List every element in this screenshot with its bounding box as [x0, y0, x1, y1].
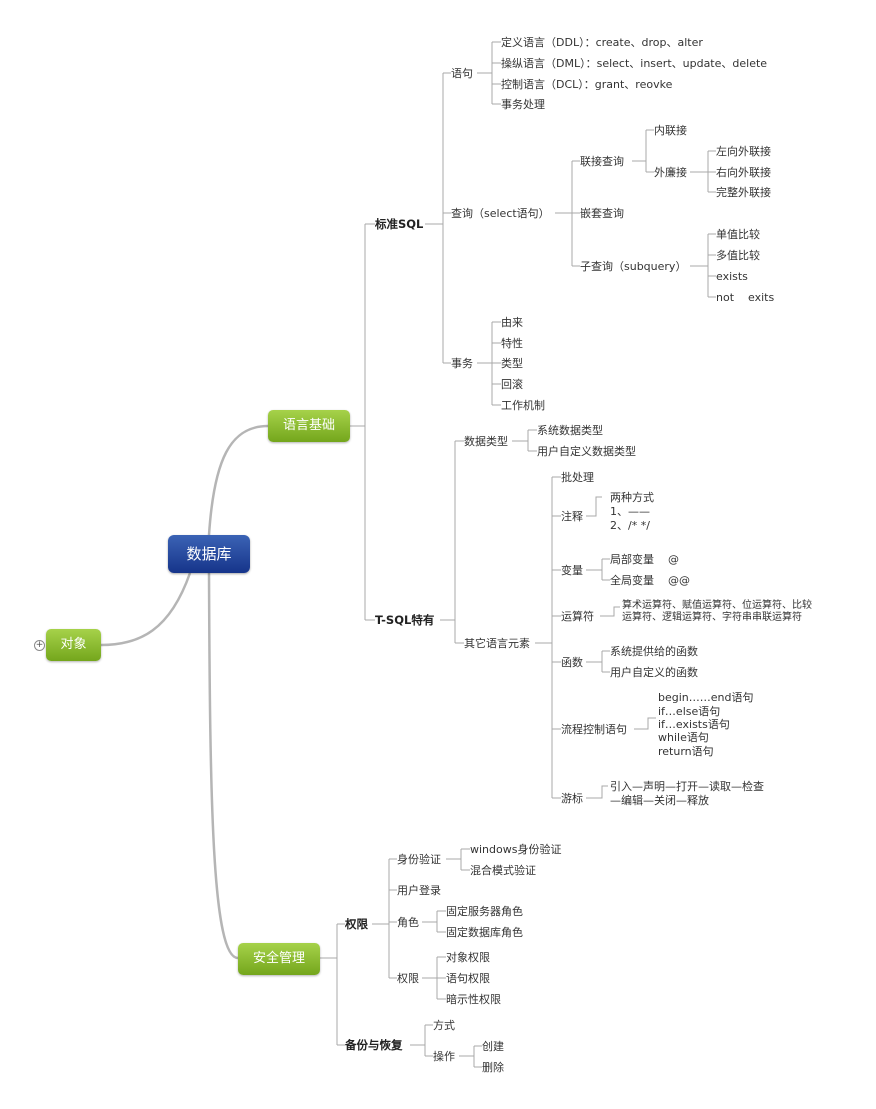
branch-objects-node[interactable]: 对象 — [46, 629, 101, 661]
mixed-auth-item[interactable]: 混合模式验证 — [470, 864, 536, 877]
batch-item[interactable]: 批处理 — [561, 471, 594, 484]
branch-security-node[interactable]: 安全管理 — [238, 943, 320, 975]
root-link-language — [207, 424, 269, 536]
global-variable-item[interactable]: 全局变量 @@ — [610, 574, 690, 587]
query-label[interactable]: 查询（select语句） — [451, 207, 550, 220]
flow-line[interactable]: begin……end语句 — [658, 691, 754, 704]
operator-line[interactable]: 算术运算符、赋值运算符、位运算符、比较 — [622, 600, 812, 611]
comment-line[interactable]: 两种方式 — [610, 491, 654, 504]
ddl-item[interactable]: 定义语言（DDL）：create、drop、alter — [501, 36, 703, 49]
link-cursor — [586, 785, 608, 799]
flow-line[interactable]: if…exists语句 — [658, 718, 730, 731]
user-datatype-item[interactable]: 用户自定义数据类型 — [537, 445, 636, 458]
role-label[interactable]: 角色 — [397, 916, 419, 929]
flow-line[interactable]: return语句 — [658, 745, 714, 758]
system-function-item[interactable]: 系统提供给的函数 — [610, 645, 698, 658]
root-link-security — [207, 572, 239, 960]
tx-rollback-item[interactable]: 回滚 — [501, 378, 523, 391]
full-outer-join-item[interactable]: 完整外联接 — [716, 186, 771, 199]
tx-mechanism-item[interactable]: 工作机制 — [501, 399, 545, 412]
create-item[interactable]: 创建 — [482, 1040, 504, 1053]
backup-method-item[interactable]: 方式 — [433, 1019, 455, 1032]
root-link-objects — [100, 572, 192, 647]
dml-item[interactable]: 操纵语言（DML）：select、insert、update、delete — [501, 57, 768, 70]
flow-line[interactable]: while语句 — [658, 731, 709, 744]
expand-plus-icon[interactable]: + — [34, 640, 45, 651]
object-rights-item[interactable]: 对象权限 — [446, 951, 490, 964]
cursor-line[interactable]: —编辑—关闭—释放 — [610, 794, 709, 807]
right-outer-join-item[interactable]: 右向外联接 — [716, 166, 771, 179]
statements-label[interactable]: 语句 — [451, 67, 473, 80]
join-query-label[interactable]: 联接查询 — [580, 155, 624, 168]
tx-origin-item[interactable]: 由来 — [501, 316, 523, 329]
system-datatype-item[interactable]: 系统数据类型 — [537, 424, 603, 437]
single-compare-item[interactable]: 单值比较 — [716, 228, 760, 241]
comment-label[interactable]: 注释 — [561, 510, 583, 523]
exists-item[interactable]: exists — [716, 270, 748, 283]
tx-property-item[interactable]: 特性 — [501, 337, 523, 350]
windows-auth-item[interactable]: windows身份验证 — [470, 843, 562, 856]
local-variable-item[interactable]: 局部变量 @ — [610, 553, 679, 566]
datatype-label[interactable]: 数据类型 — [464, 435, 508, 448]
delete-item[interactable]: 删除 — [482, 1061, 504, 1074]
backup-label[interactable]: 备份与恢复 — [345, 1038, 403, 1052]
std-sql-label[interactable]: 标准SQL — [375, 217, 424, 231]
flow-line[interactable]: if…else语句 — [658, 705, 721, 718]
link-comment — [586, 496, 602, 517]
link-operator — [600, 606, 620, 617]
function-label[interactable]: 函数 — [561, 656, 583, 669]
tx-type-item[interactable]: 类型 — [501, 357, 523, 370]
operator-line[interactable]: 运算符、逻辑运算符、字符串串联运算符 — [622, 612, 802, 623]
server-role-item[interactable]: 固定服务器角色 — [446, 905, 523, 918]
user-function-item[interactable]: 用户自定义的函数 — [610, 666, 698, 679]
tx-handling-item[interactable]: 事务处理 — [501, 98, 545, 111]
comment-line[interactable]: 2、/* */ — [610, 519, 650, 532]
permission-label[interactable]: 权限 — [345, 917, 368, 931]
dcl-item[interactable]: 控制语言（DCL）：grant、reovke — [501, 78, 673, 91]
backup-operation-label[interactable]: 操作 — [433, 1050, 455, 1063]
left-outer-join-item[interactable]: 左向外联接 — [716, 145, 771, 158]
outer-join-label[interactable]: 外廉接 — [654, 166, 687, 179]
comment-line[interactable]: 1、—— — [610, 505, 650, 518]
branch-language-node[interactable]: 语言基础 — [268, 410, 350, 442]
database-role-item[interactable]: 固定数据库角色 — [446, 926, 523, 939]
not-exists-item[interactable]: not exits — [716, 291, 775, 304]
tsql-label[interactable]: T-SQL特有 — [375, 613, 435, 627]
link-flow — [634, 717, 656, 730]
operator-label[interactable]: 运算符 — [561, 610, 594, 623]
rights-label[interactable]: 权限 — [397, 972, 419, 985]
root-node[interactable]: 数据库 — [168, 535, 250, 573]
implied-rights-item[interactable]: 暗示性权限 — [446, 993, 501, 1006]
user-login-item[interactable]: 用户登录 — [397, 884, 441, 897]
subquery-label[interactable]: 子查询（subquery） — [580, 260, 687, 273]
cursor-label[interactable]: 游标 — [561, 792, 583, 805]
other-elements-label[interactable]: 其它语言元素 — [464, 637, 530, 650]
cursor-line[interactable]: 引入—声明—打开—读取—检查 — [610, 780, 764, 793]
nested-query-item[interactable]: 嵌套查询 — [580, 207, 624, 220]
multi-compare-item[interactable]: 多值比较 — [716, 249, 760, 262]
auth-label[interactable]: 身份验证 — [397, 853, 441, 866]
inner-join-item[interactable]: 内联接 — [654, 124, 687, 137]
variable-label[interactable]: 变量 — [561, 564, 583, 577]
flow-control-label[interactable]: 流程控制语句 — [561, 723, 627, 736]
statement-rights-item[interactable]: 语句权限 — [446, 972, 490, 985]
transaction-label[interactable]: 事务 — [451, 357, 473, 370]
